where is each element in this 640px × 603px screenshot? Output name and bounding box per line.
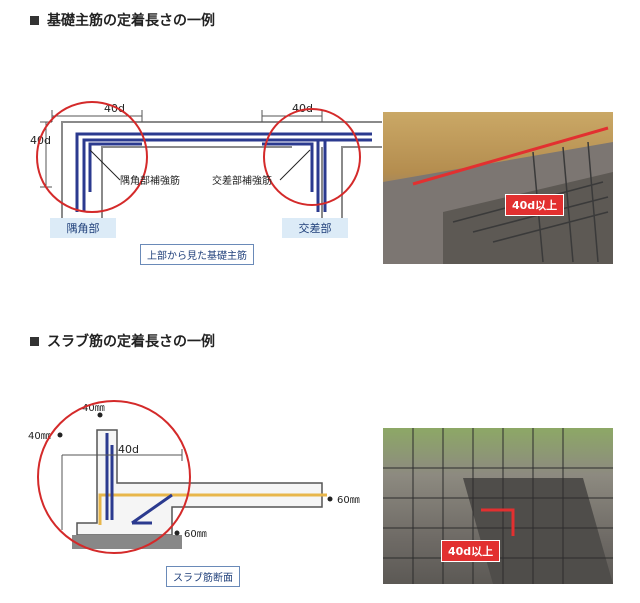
label-cross-rebar: 交差部補強筋 xyxy=(212,174,272,187)
square-bullet-icon-2 xyxy=(30,336,39,346)
box-corner: 隅角部 xyxy=(50,218,116,238)
dim-dot-top xyxy=(97,412,103,418)
slab-rebar-diagram: 40㎜ 40㎜ 40d 60㎜ 60㎜ xyxy=(28,400,360,554)
slab-photo-illustration xyxy=(383,428,613,584)
square-bullet-icon xyxy=(30,15,39,25)
box-cross-text: 交差部 xyxy=(298,222,332,235)
photo2-badge: 40d以上 xyxy=(441,540,501,562)
dim-40d-line xyxy=(61,449,183,530)
cross-rebar-right xyxy=(316,140,327,212)
dim-line-top-right xyxy=(261,110,323,122)
foundation-photo-illustration xyxy=(383,126,613,264)
caption-slab: スラブ筋断面 xyxy=(166,566,240,587)
box-corner-text: 隅角部 xyxy=(66,222,100,235)
photo1-badge: 40d以上 xyxy=(505,194,565,216)
slab-rebar-blue xyxy=(105,433,173,525)
photo1-badge-text: 40d以上 xyxy=(512,199,558,212)
dim-dot-bottom xyxy=(174,530,180,536)
cross-highlight-circle xyxy=(263,108,361,206)
dim-dot-right xyxy=(327,496,333,502)
photo2-arrow xyxy=(481,508,515,536)
photo2-pit xyxy=(463,478,613,584)
dim-40d: 40d xyxy=(118,443,139,456)
foundation-photo: 40d以上 xyxy=(383,112,613,264)
photo-measure-arrow xyxy=(412,126,609,186)
slab-highlight-circle xyxy=(37,400,191,554)
leader-cross xyxy=(279,149,311,181)
main-rebar-top2 xyxy=(82,138,372,212)
slab-base xyxy=(72,535,182,549)
dim-side-left: 40d xyxy=(30,134,51,147)
concrete-outline-inner xyxy=(101,146,323,232)
section1-title: 基礎主筋の定着長さの一例 xyxy=(30,10,215,30)
main-rebar-top xyxy=(75,132,372,212)
section2-title: スラブ筋の定着長さの一例 xyxy=(30,331,215,351)
dim-dot-left xyxy=(57,432,63,438)
dim-bottom: 60㎜ xyxy=(184,529,207,540)
box-cross: 交差部 xyxy=(282,218,348,238)
dim-right: 60㎜ xyxy=(337,495,360,506)
photo2-badge-text: 40d以上 xyxy=(448,545,494,558)
concrete-outline-right xyxy=(341,146,382,222)
leader-corner xyxy=(89,149,121,181)
caption-foundation: 上部から見た基礎主筋 xyxy=(140,244,254,265)
slab-photo: 40d以上 xyxy=(383,428,613,584)
dim-top: 40㎜ xyxy=(82,403,105,414)
label-corner-rebar: 隅角部補強筋 xyxy=(120,174,180,187)
foundation-rebar-diagram: 40d 40d 40d 隅角部補強筋 交差部補強筋 xyxy=(30,101,382,232)
dim-left: 40㎜ xyxy=(28,431,51,442)
section2-title-text: スラブ筋の定着長さの一例 xyxy=(47,334,215,350)
cross-reinforcing-bar xyxy=(262,142,314,192)
corner-highlight-circle xyxy=(36,101,148,213)
section1-title-text: 基礎主筋の定着長さの一例 xyxy=(47,13,215,29)
caption-slab-text: スラブ筋断面 xyxy=(173,573,233,584)
slab-rebar-yellow xyxy=(98,493,327,525)
caption-foundation-text: 上部から見た基礎主筋 xyxy=(147,251,247,262)
corner-reinforcing-bar xyxy=(88,142,142,192)
slab-concrete xyxy=(76,429,323,536)
concrete-outline xyxy=(61,121,382,232)
